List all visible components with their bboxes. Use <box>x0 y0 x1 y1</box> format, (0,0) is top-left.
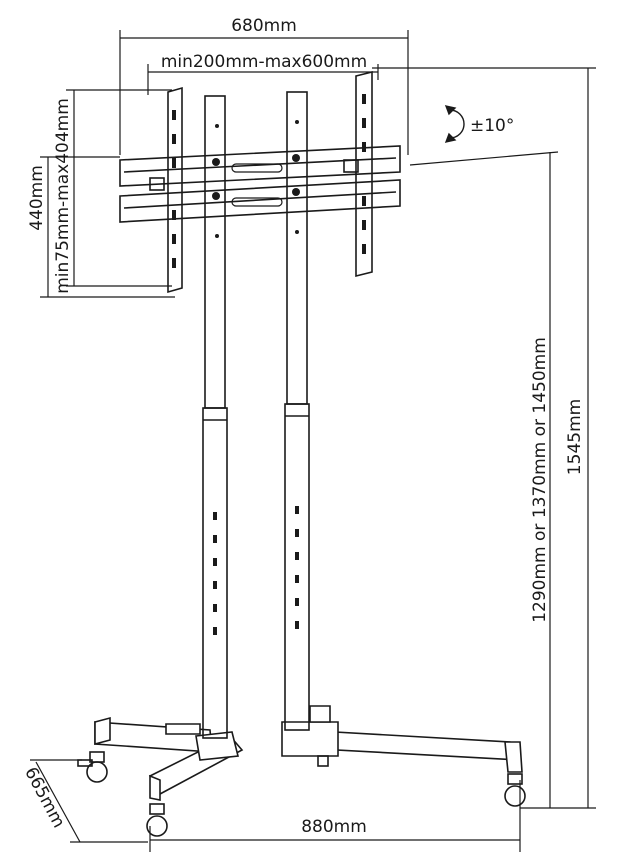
caster-center <box>317 755 329 767</box>
dimension-lines <box>30 30 596 852</box>
caster-front <box>146 803 168 837</box>
tilt-arrow-icon <box>444 105 465 143</box>
left-pole <box>202 95 228 739</box>
caster-back-left <box>77 751 108 783</box>
vesa-vertical-label: min75mm-max404mm <box>53 98 73 294</box>
right-pole <box>284 91 310 731</box>
plate-height-label: 440mm <box>27 165 47 231</box>
caster-back-right <box>504 773 526 807</box>
mount-bracket <box>119 70 401 294</box>
adjustable-height-label: 1290mm or 1370mm or 1450mm <box>530 337 550 623</box>
base-depth-label: 665mm <box>20 764 68 831</box>
vesa-horizontal-label: min200mm-max600mm <box>161 52 367 72</box>
overall-width-label: 680mm <box>231 16 297 36</box>
caster-wheels <box>77 751 526 837</box>
rail-slots <box>231 163 283 207</box>
base-width-label: 880mm <box>301 817 367 837</box>
tilt-label: ±10° <box>470 116 514 136</box>
bracket-slots <box>172 94 366 268</box>
total-height-label: 1545mm <box>565 399 585 475</box>
pole-holes <box>213 120 299 635</box>
